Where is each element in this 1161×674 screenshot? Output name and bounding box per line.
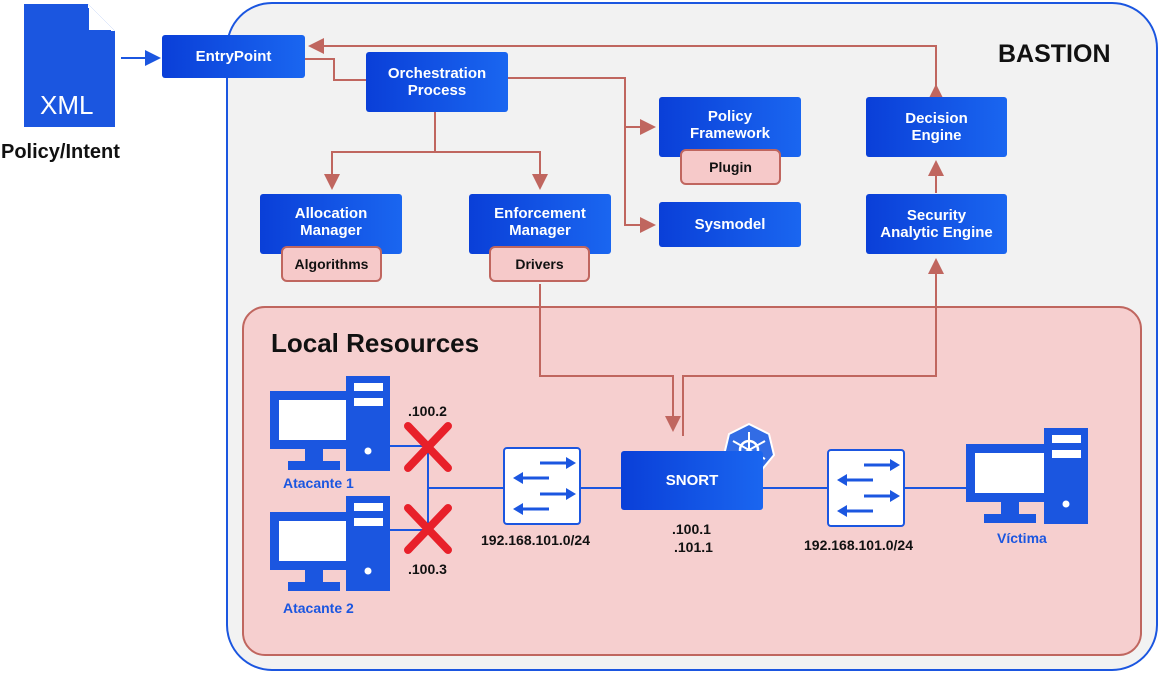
snort-ip1-label: .100.1 <box>672 521 711 537</box>
entrypoint-label: EntryPoint <box>195 48 272 65</box>
attacker2-ip-label: .100.3 <box>408 561 447 577</box>
snort-label: SNORT <box>665 472 719 489</box>
allocation-manager-box: Allocation Manager <box>260 194 402 254</box>
plugin-box: Plugin <box>680 149 781 185</box>
attacker1-label: Atacante 1 <box>283 475 354 491</box>
decision-engine-box: Decision Engine <box>866 97 1007 157</box>
algorithms-box: Algorithms <box>281 246 382 282</box>
snort-box: SNORT <box>621 451 763 510</box>
victim-label: Víctima <box>997 530 1047 546</box>
policy-framework-box: Policy Framework <box>659 97 801 157</box>
subnet-right-label: 192.168.101.0/24 <box>804 537 913 553</box>
victim-computer-icon <box>966 428 1088 524</box>
attacker1-ip-label: .100.2 <box>408 403 447 419</box>
attacker2-label: Atacante 2 <box>283 600 354 616</box>
blocked-cross-icon-2 <box>404 504 452 554</box>
orchestration-process-box: Orchestration Process <box>366 52 508 112</box>
orchestration-to-enforcement-arrow <box>435 151 548 190</box>
switch-left-icon <box>503 447 581 525</box>
local-resources-title: Local Resources <box>271 328 480 358</box>
entrypoint-to-orchestration-line <box>305 58 366 81</box>
enforcement-manager-label: Enforcement Manager <box>494 205 586 239</box>
subnet-left-label: 192.168.101.0/24 <box>481 532 590 548</box>
drivers-label: Drivers <box>515 256 564 272</box>
drivers-box: Drivers <box>489 246 590 282</box>
security-analytic-engine-box: Security Analytic Engine <box>866 194 1007 254</box>
allocation-manager-label: Allocation Manager <box>294 205 368 239</box>
algorithms-label: Algorithms <box>294 256 369 272</box>
decision-to-entrypoint-arrow <box>308 38 944 100</box>
plugin-label: Plugin <box>709 159 752 175</box>
xml-document-icon <box>24 4 115 127</box>
entrypoint-box: EntryPoint <box>162 35 305 78</box>
sysmodel-label: Sysmodel <box>694 216 766 233</box>
bastion-title: BASTION <box>998 40 1111 68</box>
decision-engine-label: Decision Engine <box>905 110 968 144</box>
snort-ip2-label: .101.1 <box>674 539 713 555</box>
enforcement-manager-box: Enforcement Manager <box>469 194 611 254</box>
orchestration-to-sysmodel-arrow <box>624 120 656 233</box>
snort-to-security-arrow <box>682 258 944 436</box>
orchestration-label: Orchestration Process <box>387 65 487 99</box>
orchestration-to-allocation-arrow <box>324 151 435 190</box>
xml-file-label: XML <box>40 90 94 120</box>
policy-intent-caption: Policy/Intent <box>1 141 120 163</box>
drivers-to-snort-arrow <box>539 284 681 432</box>
blocked-cross-icon-1 <box>404 422 452 472</box>
orchestration-to-policy-arrow <box>508 77 656 135</box>
switch-right-icon <box>827 449 905 527</box>
attacker1-link <box>390 445 503 489</box>
policy-framework-label: Policy Framework <box>689 108 771 142</box>
sysmodel-box: Sysmodel <box>659 202 801 247</box>
security-engine-label: Security Analytic Engine <box>880 207 993 241</box>
attacker1-computer-icon <box>270 376 390 471</box>
attacker2-computer-icon <box>270 496 390 591</box>
